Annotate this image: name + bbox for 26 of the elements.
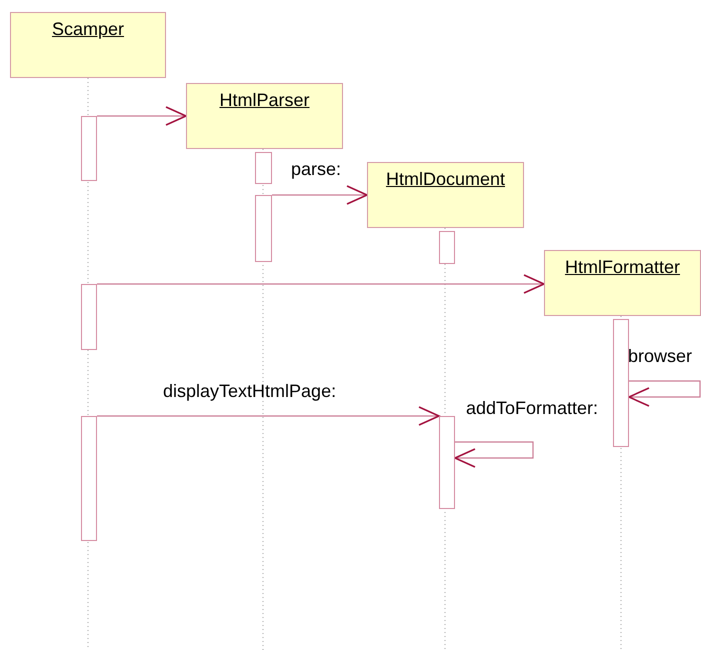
message-arrow	[272, 185, 368, 205]
self-message-arrow	[454, 441, 534, 468]
object-name: HtmlParser	[219, 90, 310, 110]
activation-bar	[613, 319, 629, 447]
message-label: parse:	[291, 158, 342, 180]
activation-bar	[81, 116, 97, 181]
message-arrow	[97, 274, 545, 294]
object-name: HtmlDocument	[386, 169, 506, 189]
object-box	[367, 162, 524, 228]
activation-bar	[255, 195, 272, 262]
activation-bar	[81, 416, 97, 541]
message-label: browser	[628, 345, 692, 367]
message-arrow	[628, 380, 701, 407]
object-name: Scamper	[52, 19, 124, 39]
object-box	[186, 83, 343, 149]
object-box	[544, 250, 701, 316]
object-name: HtmlFormatter	[564, 257, 680, 277]
activation-bar	[439, 416, 455, 509]
activation-bar	[81, 284, 97, 350]
message-label: addToFormatter:	[466, 397, 598, 419]
message-arrow	[97, 406, 440, 426]
message-label: displayTextHtmlPage:	[163, 380, 336, 402]
object-box	[10, 12, 166, 78]
message-arrow	[97, 106, 187, 126]
activation-bar	[255, 152, 272, 184]
activation-bar	[439, 231, 455, 264]
